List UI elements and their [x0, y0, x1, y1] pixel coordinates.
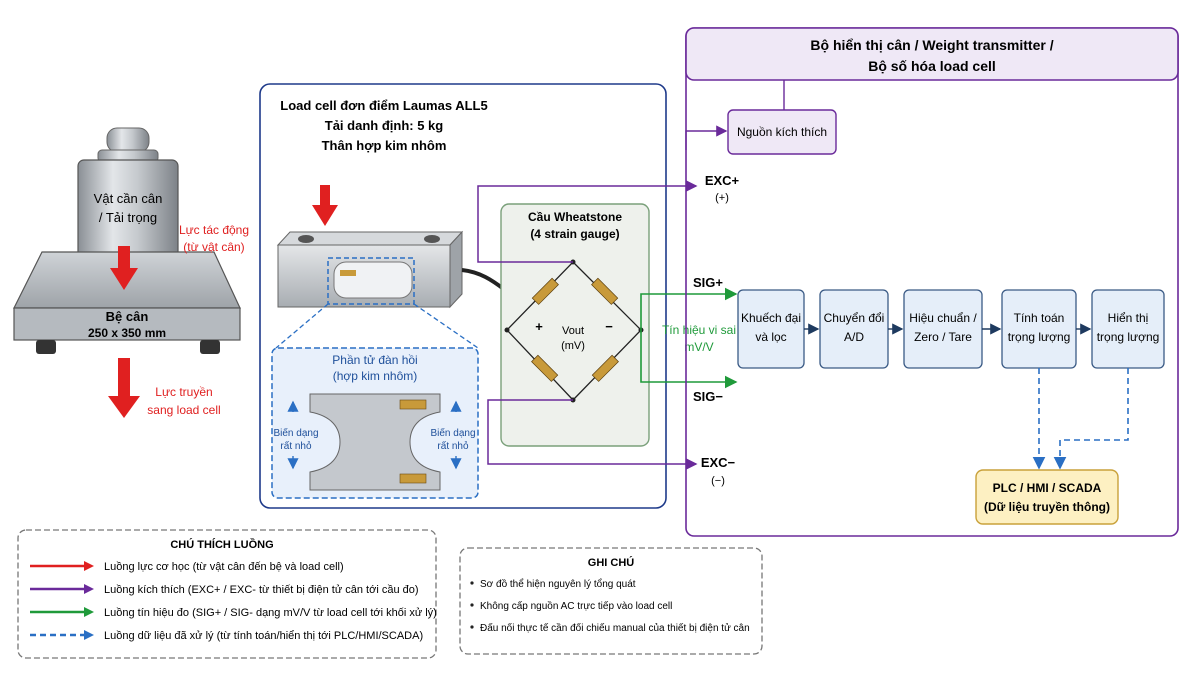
- note-item-3: Đấu nối thực tế cần đối chiếu manual của…: [480, 622, 750, 634]
- legend-item-signal: Luồng tín hiệu đo (SIG+ / SIG- dạng mV/V…: [30, 607, 437, 619]
- force-label-line1: Lực tác động: [179, 223, 249, 237]
- block-amplifier-line2: và lọc: [755, 330, 786, 344]
- block-weight-display-line2: trọng lượng: [1097, 330, 1160, 344]
- legend-item-excitation: Luồng kích thích (EXC+ / EXC- từ thiết b…: [30, 584, 419, 596]
- exc-minus-sign: (−): [711, 475, 725, 487]
- elastic-title-line1: Phần tử đàn hồi: [332, 353, 417, 367]
- legend-item-data: Luồng dữ liệu đã xử lý (từ tính toán/hiể…: [30, 630, 423, 642]
- block-weight-display-line1: Hiển thị: [1108, 311, 1149, 325]
- loadcell-section: Load cell đơn điểm Laumas ALL5 Tải danh …: [259, 83, 667, 509]
- notes: GHI CHÚ Sơ đồ thể hiện nguyên lý tổng qu…: [459, 547, 763, 655]
- legend-item-excitation-label: Luồng kích thích (EXC+ / EXC- từ thiết b…: [104, 584, 419, 596]
- legend: CHÚ THÍCH LUỒNG Luồng lực cơ học (từ vật…: [17, 529, 437, 659]
- block-weight-calc: Tính toán trọng lượng: [1001, 289, 1077, 369]
- deform-right-line1: Biến dạng: [430, 427, 475, 439]
- loadcell-title-line1: Load cell đơn điểm Laumas ALL5: [280, 98, 487, 113]
- weight-icon: [77, 127, 179, 259]
- block-adc: Chuyển đổi A/D: [819, 289, 889, 369]
- scale-illustration: Vật cần cân / Tải trọng Bệ cân 250 x 350…: [13, 127, 249, 418]
- legend-item-force: Luồng lực cơ học (từ vật cân đến bệ và l…: [30, 561, 344, 573]
- deform-left-line1: Biến dạng: [273, 427, 318, 439]
- transfer-arrow-icon: [108, 358, 140, 418]
- plc-label-line1: PLC / HMI / SCADA: [993, 481, 1102, 495]
- bridge-minus-label: −: [605, 319, 613, 334]
- excitation-source-label: Nguồn kích thích: [737, 125, 827, 139]
- plc-label-line2: (Dữ liệu truyền thông): [984, 500, 1110, 514]
- notes-title: GHI CHÚ: [588, 556, 635, 569]
- transmitter-title-line1: Bộ hiển thị cân / Weight transmitter /: [810, 37, 1053, 53]
- exc-minus-label: EXC−: [701, 455, 736, 470]
- bridge-title-line2: (4 strain gauge): [530, 227, 619, 241]
- legend-item-force-label: Luồng lực cơ học (từ vật cân đến bệ và l…: [104, 561, 344, 573]
- legend-title: CHÚ THÍCH LUỒNG: [170, 538, 273, 551]
- sig-minus-label: SIG−: [693, 389, 723, 404]
- elastic-element-icon: [309, 393, 441, 491]
- loadcell-title-line3: Thân hợp kim nhôm: [322, 138, 447, 153]
- transmitter-title-line2: Bộ số hóa load cell: [868, 58, 996, 74]
- block-weight-calc-line1: Tính toán: [1014, 311, 1065, 325]
- legend-item-data-label: Luồng dữ liệu đã xử lý (từ tính toán/hiể…: [104, 630, 423, 642]
- legend-item-signal-label: Luồng tín hiệu đo (SIG+ / SIG- dạng mV/V…: [104, 607, 437, 619]
- note-item-2: Không cấp nguồn AC trực tiếp vào load ce…: [480, 600, 672, 612]
- legend-frame: [17, 529, 437, 659]
- note-item-1: Sơ đồ thể hiện nguyên lý tổng quát: [480, 578, 636, 590]
- transfer-label-line1: Lực truyền: [155, 385, 212, 399]
- wheatstone-panel: [500, 203, 650, 447]
- data-flow-arrows: [1032, 368, 1129, 470]
- block-adc-line2: A/D: [844, 330, 864, 344]
- block-weight-display: Hiển thị trọng lượng: [1091, 289, 1165, 369]
- elastic-title-line2: (hợp kim nhôm): [333, 369, 418, 383]
- vout-label-line2: (mV): [561, 340, 585, 352]
- transmitter-section: Bộ hiển thị cân / Weight transmitter / B…: [685, 27, 1179, 537]
- block-weight-calc-line2: trọng lượng: [1008, 330, 1071, 344]
- platform-label-line2: 250 x 350 mm: [88, 326, 166, 340]
- signal-lines: [640, 287, 738, 389]
- notes-frame: [459, 547, 763, 655]
- exc-plus-label: EXC+: [705, 173, 740, 188]
- weight-label-line1: Vật cần cân: [94, 191, 163, 206]
- loadcell-frame: [259, 83, 667, 509]
- bridge-circuit-icon: [504, 259, 644, 403]
- deform-left-line2: rất nhỏ: [280, 440, 312, 452]
- deform-right-line2: rất nhỏ: [437, 440, 469, 452]
- bridge-title-line1: Cầu Wheatstone: [528, 210, 622, 224]
- block-adc-line1: Chuyển đổi: [824, 311, 885, 325]
- diff-signal-line1: Tín hiệu vi sai: [662, 323, 736, 337]
- block-calibration-line1: Hiệu chuẩn /: [909, 311, 977, 325]
- bridge-plus-label: +: [535, 319, 543, 334]
- plc-block: [975, 469, 1119, 525]
- block-calibration: Hiệu chuẩn / Zero / Tare: [903, 289, 983, 369]
- vout-label-line1: Vout: [562, 325, 584, 337]
- force-arrow-icon: [110, 246, 138, 290]
- transfer-label-line2: sang load cell: [147, 403, 220, 417]
- diff-signal-line2: mV/V: [684, 340, 713, 354]
- weight-label-line2: / Tải trọng: [99, 210, 157, 225]
- loadcell-icon: [276, 185, 507, 309]
- force-label-line2: (từ vật cân): [183, 240, 244, 254]
- block-amplifier-line1: Khuếch đại: [741, 311, 801, 325]
- platform-label-line1: Bệ cân: [106, 309, 149, 324]
- exc-plus-sign: (+): [715, 192, 729, 204]
- zoom-region: [327, 257, 415, 305]
- block-calibration-line2: Zero / Tare: [914, 330, 972, 344]
- sig-plus-label: SIG+: [693, 275, 723, 290]
- block-amplifier: Khuếch đại và lọc: [737, 289, 805, 369]
- transmitter-frame: [685, 27, 1179, 537]
- excitation-source-block: [727, 109, 837, 155]
- transmitter-header: [685, 27, 1179, 81]
- loadcell-title-line2: Tải danh định: 5 kg: [325, 118, 444, 133]
